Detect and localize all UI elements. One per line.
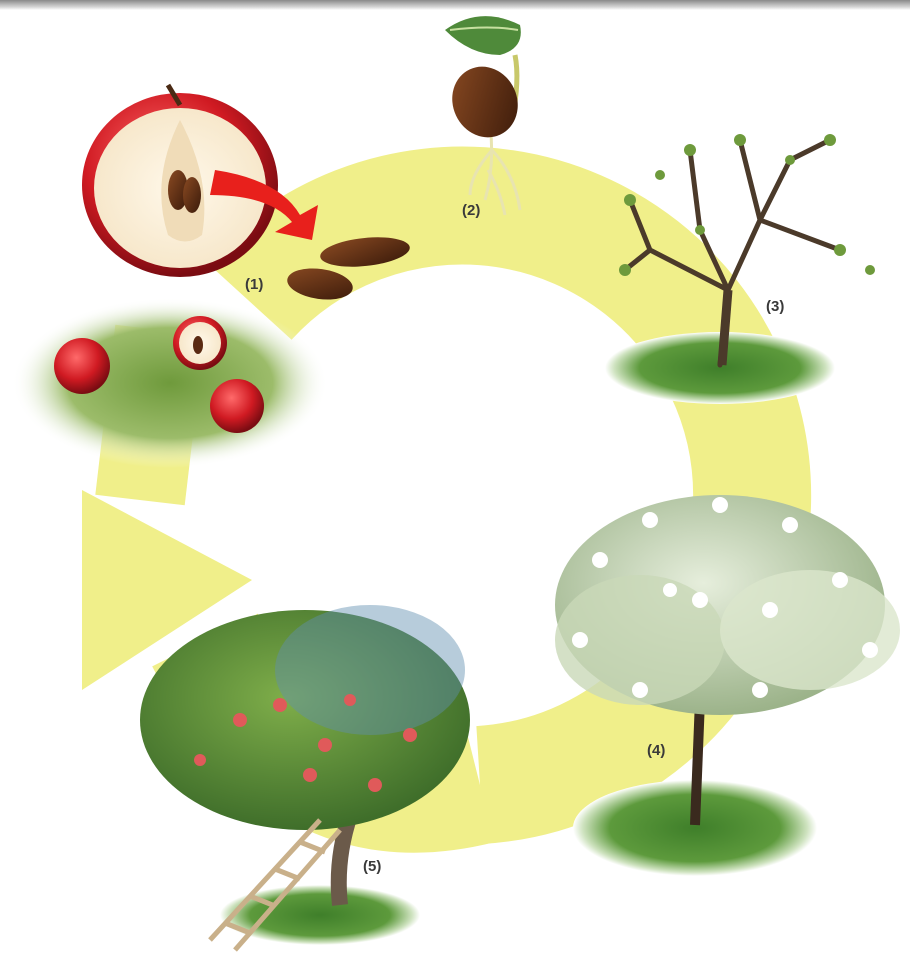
stage-label-3: (3) bbox=[766, 298, 784, 315]
stage-5-fruiting-tree bbox=[140, 605, 470, 950]
stage-label-4: (4) bbox=[647, 742, 665, 759]
stage-label-5: (5) bbox=[363, 858, 381, 875]
stage-label-2: (2) bbox=[462, 202, 480, 219]
stage-label-1: (1) bbox=[245, 276, 263, 293]
stage-4-flowering-tree bbox=[555, 495, 900, 876]
apples-on-grass bbox=[12, 298, 328, 468]
